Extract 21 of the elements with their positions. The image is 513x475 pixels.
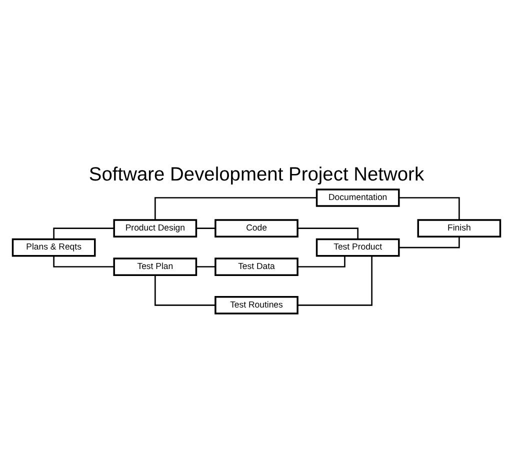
connector <box>154 275 216 306</box>
node-box: Test Routines <box>214 296 298 314</box>
node-box: Code <box>214 219 298 238</box>
diagram-title: Software Development Project Network <box>88 164 424 186</box>
connector <box>196 228 216 229</box>
connector <box>298 228 358 240</box>
connector <box>196 266 216 268</box>
node-box: Test Plan <box>113 258 198 276</box>
connector <box>399 236 460 248</box>
node-box: Product Design <box>113 219 198 238</box>
connector <box>298 256 346 268</box>
node-box: Plans & Reqts <box>12 238 96 257</box>
node-box: Test Product <box>316 238 400 257</box>
connector <box>298 256 372 306</box>
node-box: Test Data <box>214 258 298 276</box>
connector <box>154 197 317 220</box>
connector <box>399 197 460 220</box>
node-box: Documentation <box>316 188 400 207</box>
connector <box>53 228 114 240</box>
node-box: Finish <box>417 219 502 238</box>
connector <box>53 256 114 268</box>
